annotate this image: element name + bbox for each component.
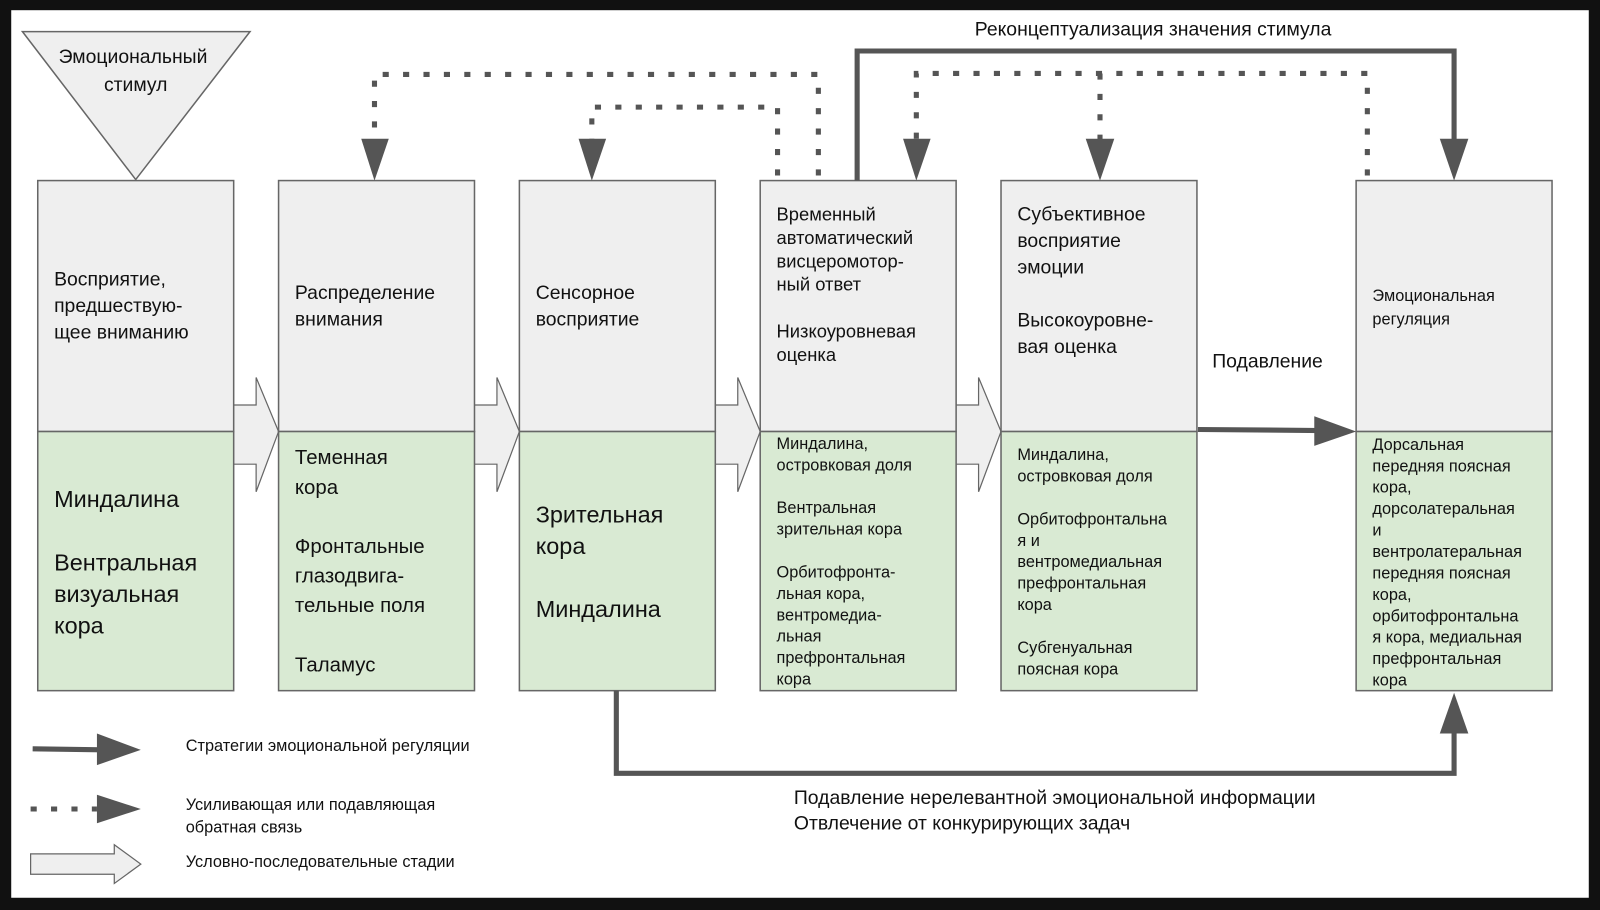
stage-regions-cell (1000, 430, 1198, 692)
arrowhead-icon (1314, 416, 1357, 446)
stimulus-triangle: Эмоциональный стимул (20, 30, 252, 181)
stage-process-cell (518, 179, 717, 433)
bottom-label-1: Подавление нерелевантной эмоциональной и… (794, 787, 1316, 809)
feedback-arrows (361, 70, 1370, 181)
arrowhead-icon (1439, 692, 1469, 734)
reconceptualization-arrow: Реконцептуализация значения стимула (854, 19, 1469, 181)
stage-transition-arrow-icon (471, 377, 521, 492)
arrowhead-icon (361, 138, 389, 181)
bottom-label-2: Отвлечение от конкурирующих задач (794, 812, 1130, 834)
arrowhead-icon (578, 138, 607, 181)
stage-process-cell (277, 179, 476, 433)
arrowhead-icon (1085, 138, 1115, 181)
stage-process-cell (759, 179, 957, 433)
stimulus-label: Эмоциональный стимул (59, 46, 213, 96)
stage-arrows (231, 377, 1002, 492)
legend-solid-line (32, 746, 103, 753)
stages: Восприятие,предшествую-щее вниманиюМинда… (36, 179, 1553, 692)
distraction-arrow: Подавление нерелевантной эмоциональной и… (613, 690, 1469, 834)
feedback-line-from-regulation (913, 70, 1370, 176)
stage-transition-arrow-icon (231, 377, 280, 492)
stage-process-cell (36, 179, 235, 433)
legend-dotted-label: Усиливающая или подавляющая обратная свя… (186, 796, 440, 836)
suppression-label: Подавление (1212, 350, 1323, 372)
stage-regions-cell (518, 430, 717, 692)
stage-title: Восприятие,предшествую-щее вниманию (54, 269, 189, 344)
legend: Стратегии эмоциональной регуляции Усилив… (30, 733, 470, 885)
stage-regions-cell (277, 430, 476, 692)
arrowhead-icon (903, 138, 931, 181)
stage-regions-cell (1355, 430, 1553, 692)
legend-block-label: Условно-последовательные стадии (186, 853, 455, 871)
stage-regions-cell (759, 430, 957, 692)
suppression-arrow: Подавление (1197, 350, 1357, 446)
arrowhead-icon (1439, 138, 1469, 181)
stage-process-cell (1000, 179, 1198, 433)
arrowhead-icon (96, 733, 141, 766)
arrowhead-icon (96, 794, 141, 824)
stage-regions-cell (36, 430, 235, 692)
stage-box: Восприятие,предшествую-щее вниманиюМинда… (36, 179, 235, 692)
legend-solid-label: Стратегии эмоциональной регуляции (186, 737, 470, 755)
stage-transition-arrow-icon (712, 377, 761, 492)
stage-process-cell (1355, 179, 1553, 433)
reconceptualization-label: Реконцептуализация значения стимула (975, 19, 1332, 41)
stage-transition-arrow-icon (953, 377, 1002, 492)
legend-block-arrow-icon (30, 843, 142, 885)
